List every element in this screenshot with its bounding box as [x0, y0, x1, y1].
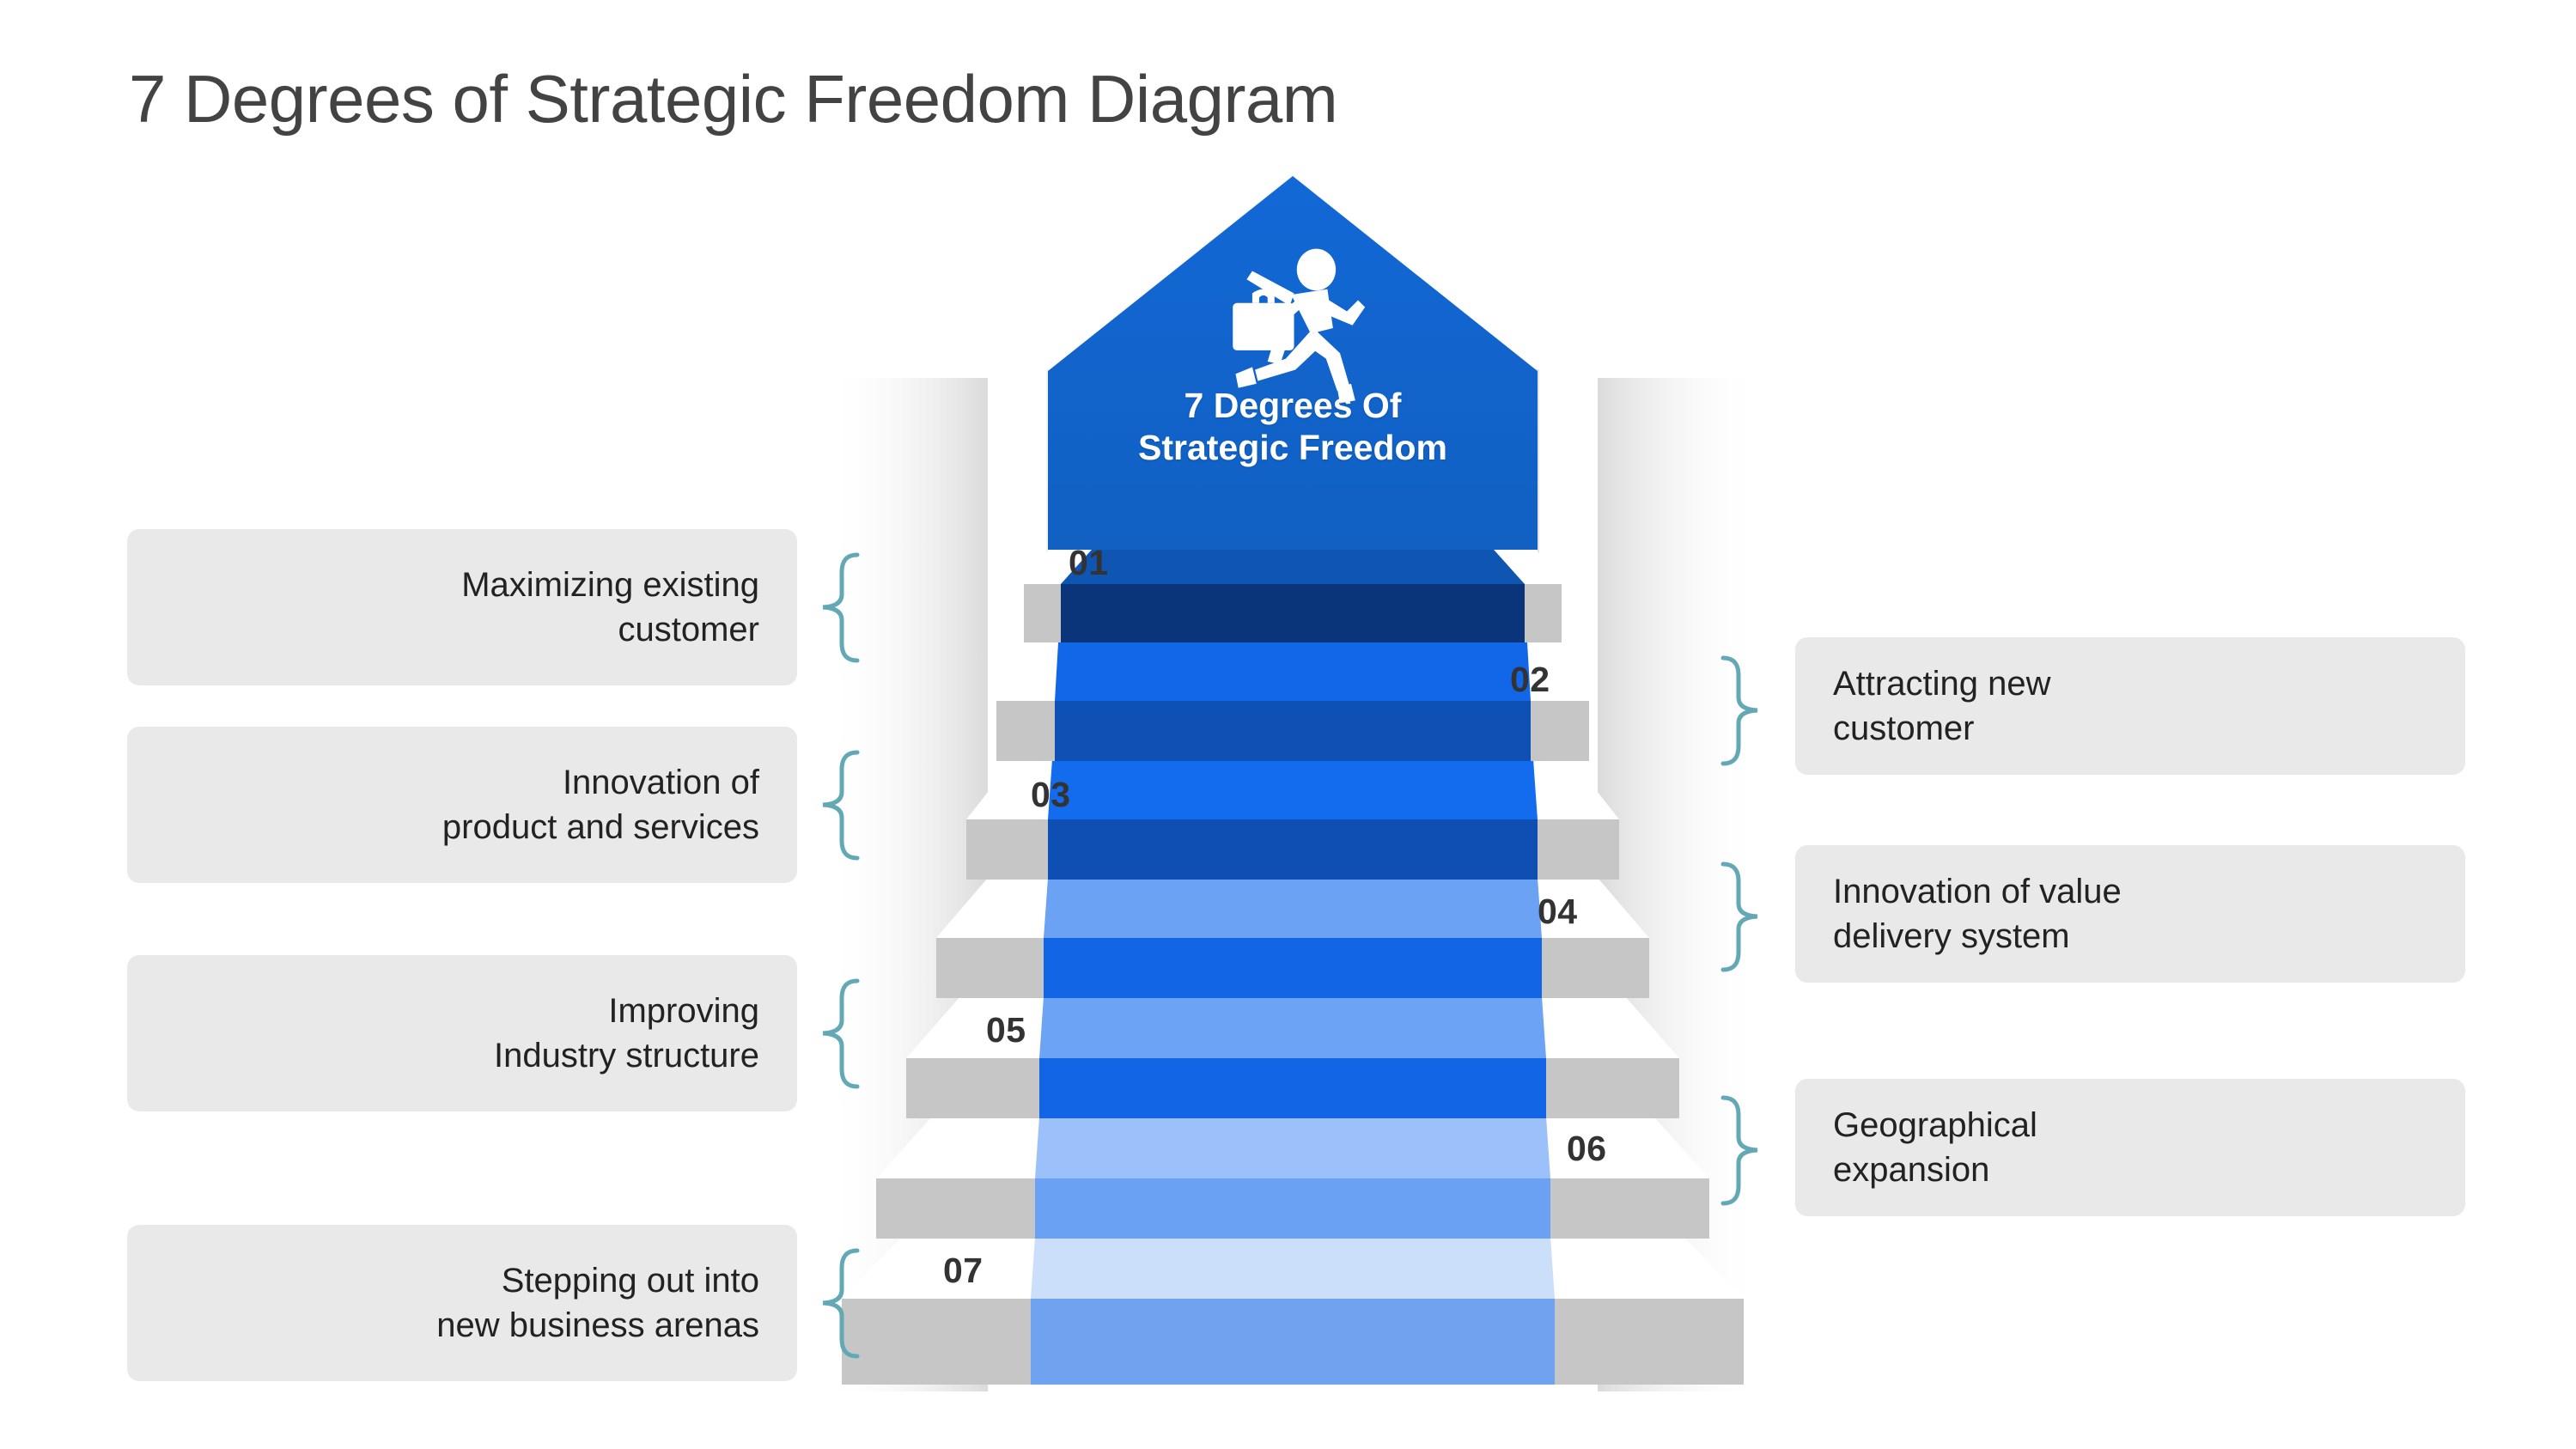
- running-businessman-icon: [1233, 248, 1366, 404]
- step-number-06: 06: [1567, 1129, 1607, 1168]
- brace-icon-04: [1720, 861, 1758, 972]
- label-text-04: Innovation of value delivery system: [1833, 873, 2122, 955]
- label-box-03[interactable]: Innovation of product and services: [127, 727, 797, 883]
- label-box-04[interactable]: Innovation of value delivery system: [1795, 845, 2465, 983]
- label-box-05[interactable]: Improving Industry structure: [127, 955, 797, 1111]
- brace-icon-03: [822, 750, 860, 861]
- label-text-01: Maximizing existing customer: [461, 566, 759, 648]
- step-number-01: 01: [1069, 543, 1109, 582]
- brace-icon-02: [1720, 655, 1758, 766]
- brace-icon-05: [822, 978, 860, 1089]
- label-box-01[interactable]: Maximizing existing customer: [127, 529, 797, 685]
- label-text-06: Geographical expansion: [1833, 1106, 2037, 1189]
- label-box-02[interactable]: Attracting new customer: [1795, 637, 2465, 775]
- brace-icon-01: [822, 552, 860, 663]
- arrow-banner: [1048, 176, 1538, 550]
- step-number-02: 02: [1510, 660, 1550, 699]
- brace-icon-06: [1720, 1095, 1758, 1206]
- page-title: 7 Degrees of Strategic Freedom Diagram: [129, 61, 1338, 137]
- label-box-06[interactable]: Geographical expansion: [1795, 1079, 2465, 1216]
- staircase-ambient-shadow: [825, 378, 1761, 1391]
- brace-icon-07: [822, 1248, 860, 1359]
- label-text-03: Innovation of product and services: [442, 764, 759, 846]
- step-number-05: 05: [986, 1010, 1026, 1050]
- step-number-07: 07: [943, 1251, 984, 1290]
- arrow-caption: 7 Degrees Of Strategic Freedom: [1138, 386, 1447, 468]
- step-number-04: 04: [1538, 892, 1578, 931]
- label-box-07[interactable]: Stepping out into new business arenas: [127, 1225, 797, 1381]
- step-number-03: 03: [1031, 775, 1071, 814]
- label-text-07: Stepping out into new business arenas: [436, 1262, 759, 1344]
- label-text-02: Attracting new customer: [1833, 665, 2051, 747]
- label-text-05: Improving Industry structure: [493, 992, 759, 1075]
- step-02: [996, 642, 1589, 761]
